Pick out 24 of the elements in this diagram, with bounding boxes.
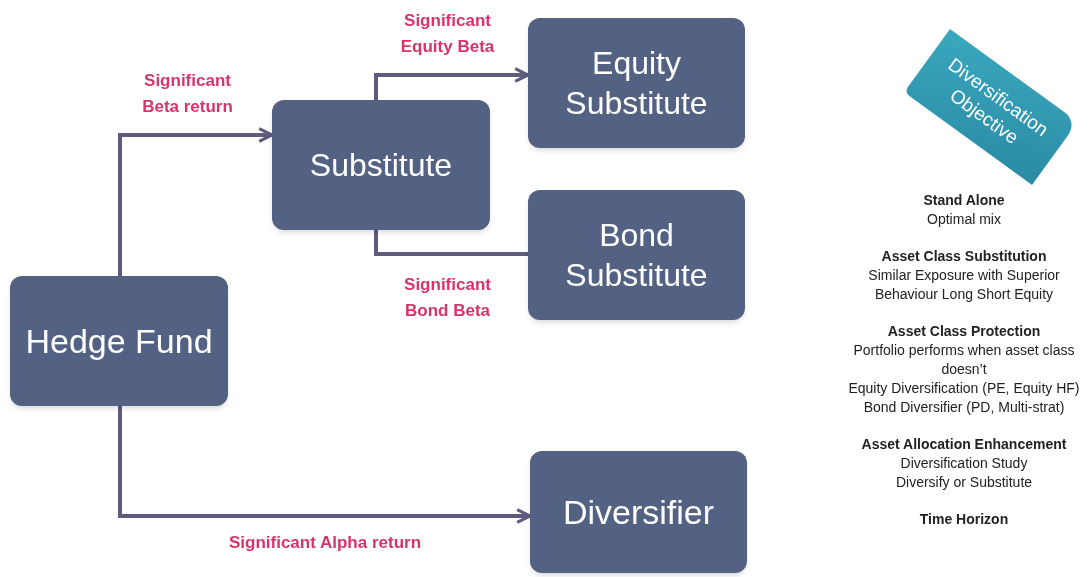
connector-arrow bbox=[374, 67, 530, 100]
section-heading: Stand Alone bbox=[923, 191, 1005, 210]
process-box: Substitute bbox=[272, 100, 490, 230]
description-text: Similar Exposure with Superior Behaviour Long Short Equity bbox=[867, 266, 1061, 304]
description-text: Bond Diversifier (PD, Multi-strat) bbox=[863, 398, 1065, 417]
section-heading: Asset Allocation Enhancement bbox=[861, 435, 1067, 454]
connector-arrow bbox=[118, 127, 274, 276]
process-box: Bond Substitute bbox=[528, 190, 745, 320]
description-text: Equity Diversification (PE, Equity HF) bbox=[848, 379, 1080, 398]
process-box: Hedge Fund bbox=[10, 276, 228, 406]
description-text: Optimal mix bbox=[927, 210, 1001, 229]
edge-label: Significant Alpha return bbox=[227, 532, 422, 554]
description-text: Diversification Study bbox=[900, 454, 1028, 473]
description-text: Portfolio performs when asset class doesn’t bbox=[852, 341, 1076, 379]
edge-label: Significant Equity Beta bbox=[399, 10, 496, 58]
process-box: Equity Substitute bbox=[528, 18, 745, 148]
description-text: Diversify or Substitute bbox=[895, 473, 1033, 492]
section-heading: Time Horizon bbox=[919, 510, 1009, 529]
connector-arrow bbox=[118, 406, 532, 524]
edge-label: Significant Beta return bbox=[141, 70, 234, 118]
edge-label: Significant Bond Beta bbox=[403, 274, 492, 322]
section-heading: Asset Class Protection bbox=[887, 322, 1041, 341]
process-box: Diversifier bbox=[530, 451, 747, 573]
section-heading: Asset Class Substitution bbox=[881, 247, 1047, 266]
